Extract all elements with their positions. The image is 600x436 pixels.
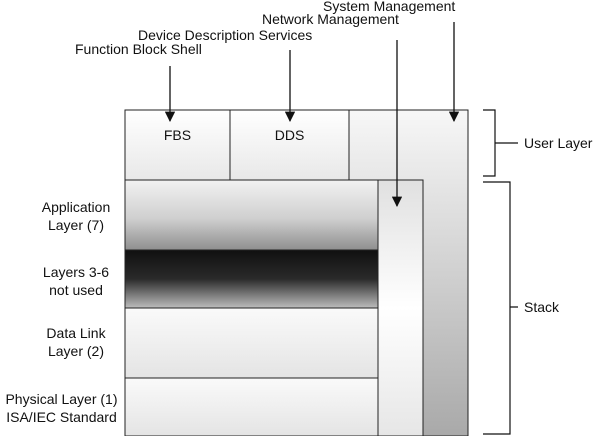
device-description-services-label: Device Description Services [138,27,313,43]
fbs-box [124,109,231,181]
user-layer-bracket [483,109,518,177]
fbs-label: FBS [163,127,192,143]
function-block-shell-label: Function Block Shell [75,41,202,57]
physical-layer-label: Physical Layer (1) ISA/IEC Standard [5,391,118,425]
dds-label: DDS [274,127,305,143]
application-layer-box [124,179,379,251]
stack-bracket [483,181,518,435]
application-layer-label: Application Layer (7) [41,199,111,233]
stack-label: Stack [524,299,560,315]
data-link-layer-box [124,307,379,379]
user-layer-label: User Layer [524,135,593,151]
layers-3-6-box [124,249,379,309]
network-management-label: Network Management [262,11,399,27]
data-link-layer-label: Data Link Layer (2) [46,325,106,359]
network-management-column [377,179,424,436]
layers-3-6-label: Layers 3-6 not used [42,264,110,298]
physical-layer-box [124,377,379,436]
system-management-label: System Management [323,0,456,14]
